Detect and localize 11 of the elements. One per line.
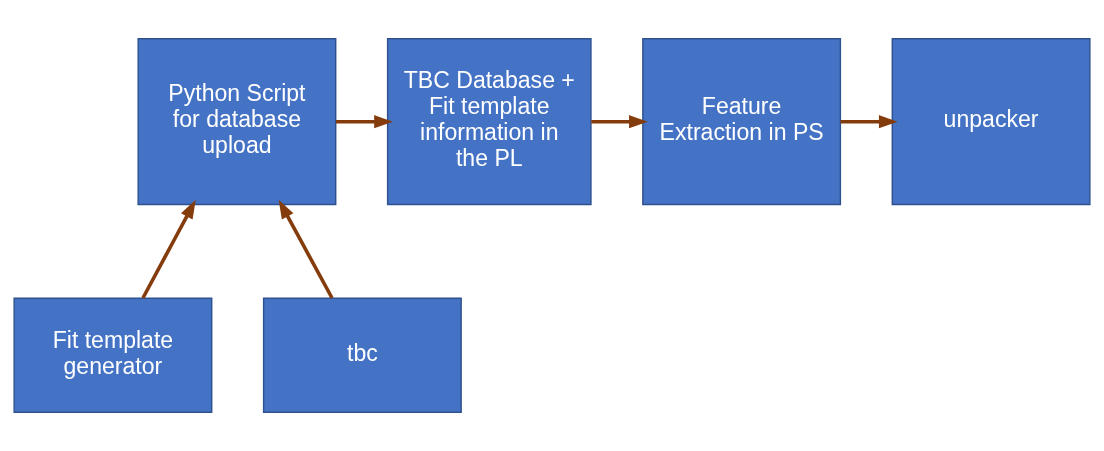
node-box: tbc: [262, 297, 462, 413]
node-box: TBC Database + Fit template information in the PL: [386, 38, 592, 206]
node-box: Feature Extraction in PS: [642, 38, 842, 206]
node-box: Python Script for database upload: [137, 38, 337, 206]
arrow: [141, 199, 196, 299]
arrow: [840, 115, 898, 129]
arrow: [336, 115, 393, 129]
node-box: Fit template generator: [13, 297, 213, 413]
arrow: [591, 115, 648, 129]
node-box: unpacker: [891, 38, 1091, 206]
arrow: [278, 199, 334, 299]
